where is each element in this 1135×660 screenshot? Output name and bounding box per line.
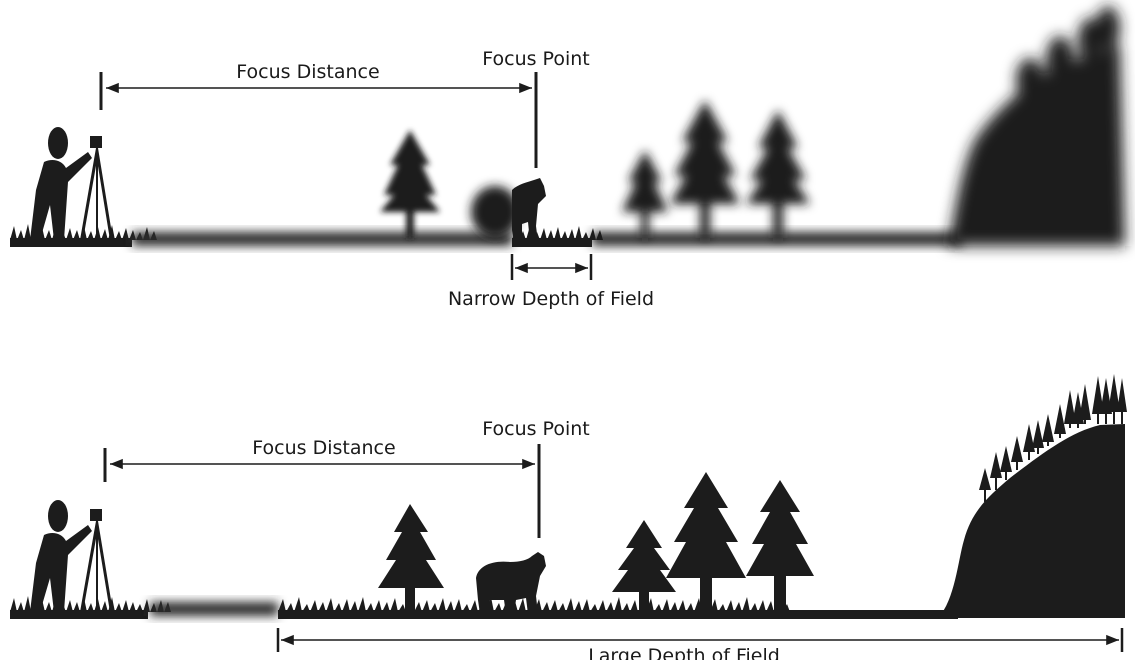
top-focus-point-label: Focus Point — [482, 48, 590, 70]
bottom-focus-point-label: Focus Point — [482, 418, 590, 440]
top-depth-of-field-label: Narrow Depth of Field — [447, 288, 655, 310]
bottom-grass-sharp-long — [278, 597, 958, 619]
top-photographer — [30, 127, 113, 240]
bottom-hill-trees — [979, 374, 1127, 502]
top-grass-sharp-focus — [512, 226, 603, 247]
top-bear — [512, 178, 546, 242]
bottom-tree-1 — [378, 504, 444, 612]
top-tree-blurred-1 — [380, 130, 440, 238]
top-tree-blurred-4 — [746, 110, 810, 238]
top-bush-blurred — [471, 186, 519, 238]
bottom-ground-blurred — [150, 602, 278, 616]
bottom-tree-4 — [746, 480, 814, 612]
bottom-tree-3 — [666, 472, 746, 612]
top-ground-blurred-left — [132, 232, 512, 246]
top-hill-blurred — [948, 6, 1125, 246]
top-focus-distance-label: Focus Distance — [236, 61, 380, 83]
bottom-depth-of-field-label: Large Depth of Field — [588, 645, 780, 660]
bottom-panel — [10, 374, 1127, 652]
bottom-bear — [476, 552, 546, 614]
bottom-grass-sharp-left — [10, 596, 171, 619]
top-tree-blurred-3 — [670, 100, 740, 238]
bottom-hill — [938, 424, 1125, 618]
bottom-photographer — [30, 500, 113, 612]
top-ground-blurred-right — [592, 232, 962, 246]
bottom-focus-distance-label: Focus Distance — [252, 437, 396, 459]
top-tree-blurred-2 — [622, 150, 668, 238]
bottom-tree-2 — [612, 520, 676, 612]
top-panel — [10, 6, 1125, 280]
